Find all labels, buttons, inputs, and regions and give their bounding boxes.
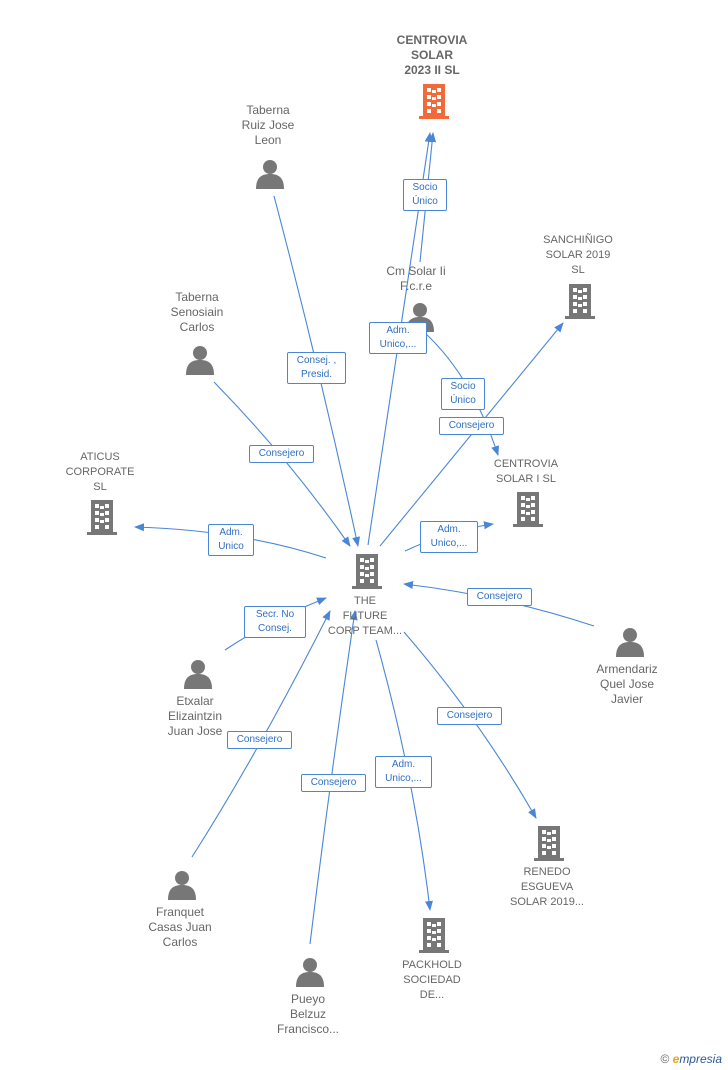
building-icon[interactable] (419, 918, 449, 953)
edge-label-consejero[interactable]: Consejero (249, 445, 314, 463)
node-cm-solar[interactable]: Cm Solar Ii F.c.r.e (386, 264, 446, 293)
edge-label-adm-unico[interactable]: Adm. Unico,... (375, 756, 432, 788)
node-taberna-ruiz[interactable]: Taberna Ruiz Jose Leon (241, 103, 295, 147)
edge-label-socio-unico[interactable]: Socio Único (403, 179, 447, 211)
edge-line (213, 381, 351, 547)
edge-label-consejero[interactable]: Consejero (439, 417, 504, 435)
person-icon[interactable] (186, 346, 214, 375)
node-centrovia-1[interactable]: CENTROVIA SOLAR I SL (493, 458, 559, 485)
building-icon[interactable] (513, 492, 543, 527)
node-etxalar[interactable]: Etxalar Elizaintzin Juan Jose (167, 694, 223, 738)
node-centrovia-2023[interactable]: CENTROVIA SOLAR 2023 II SL (396, 33, 468, 77)
node-packhold[interactable]: PACKHOLD SOCIEDAD DE... (402, 959, 462, 1001)
edge-label-consej-presid[interactable]: Consej. , Presid. (287, 352, 346, 384)
brand-logo-e: e (672, 1052, 680, 1066)
edge-label-adm-unico[interactable]: Adm. Unico,... (369, 322, 427, 354)
person-icon[interactable] (296, 958, 324, 987)
edge-label-adm-unico[interactable]: Adm. Unico (208, 524, 254, 556)
node-franquet[interactable]: Franquet Casas Juan Carlos (148, 905, 212, 949)
node-the-future[interactable]: THE FUTURE CORP TEAM... (327, 595, 403, 637)
node-taberna-senosiain[interactable]: Taberna Senosiain Carlos (170, 290, 224, 334)
edge-label-consejero[interactable]: Consejero (467, 588, 532, 606)
copyright-icon: © (660, 1052, 670, 1066)
node-sanchinigo[interactable]: SANCHIÑIGO SOLAR 2019 SL (543, 234, 613, 276)
edge-label-consejero[interactable]: Consejero (301, 774, 366, 792)
node-renedo[interactable]: RENEDO ESGUEVA SOLAR 2019... (510, 866, 584, 908)
edge-label-secr-no-consej[interactable]: Secr. No Consej. (244, 606, 306, 638)
node-pueyo[interactable]: Pueyo Belzuz Francisco... (276, 992, 339, 1036)
footer-brand[interactable]: © empresia (660, 1052, 722, 1066)
brand-logo-text: mpresia (679, 1052, 722, 1066)
building-icon[interactable] (87, 500, 117, 535)
person-icon[interactable] (168, 871, 196, 900)
building-icon[interactable] (534, 826, 564, 861)
person-icon[interactable] (184, 660, 212, 689)
building-icon[interactable] (352, 554, 382, 589)
edge-label-consejero[interactable]: Consejero (437, 707, 502, 725)
node-aticus[interactable]: ATICUS CORPORATE SL (65, 451, 135, 493)
node-armendariz[interactable]: Armendariz Quel Jose Javier (596, 662, 658, 706)
person-icon[interactable] (616, 628, 644, 657)
edge-line (403, 631, 537, 819)
building-icon[interactable] (419, 84, 449, 119)
person-icon[interactable] (256, 160, 284, 189)
edge-label-consejero[interactable]: Consejero (227, 731, 292, 749)
edge-label-socio-unico[interactable]: Socio Único (441, 378, 485, 410)
building-icon[interactable] (565, 284, 595, 319)
edge-label-adm-unico[interactable]: Adm. Unico,... (420, 521, 478, 553)
